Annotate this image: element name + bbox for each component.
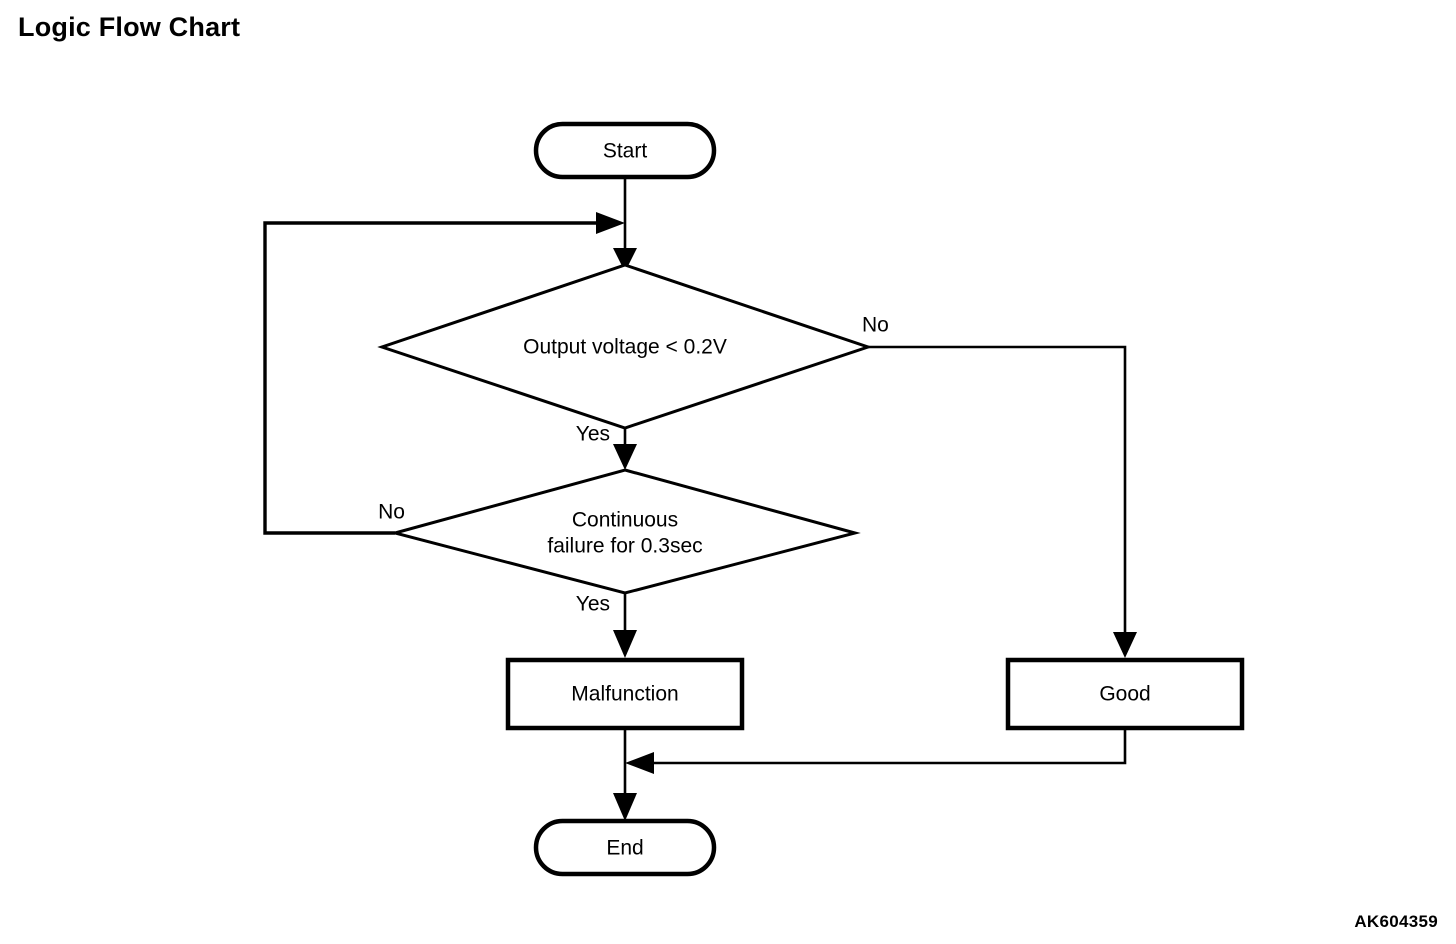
decision-continuous-failure[interactable]: Continuous failure for 0.3sec (389, 468, 861, 595)
arrow-head-down-icon (613, 793, 637, 821)
arrow-head-down-icon (613, 444, 637, 470)
arrow-head-down-icon (613, 248, 637, 272)
terminator-start-label: Start (603, 140, 648, 163)
edge-good-to-merge (625, 728, 1127, 774)
edge-line (868, 345, 1127, 636)
edge-label-yes-2: Yes (576, 593, 610, 616)
edge-label-no-1: No (862, 314, 889, 337)
edge-label-yes-1: Yes (576, 423, 610, 446)
terminator-end-label: End (606, 837, 643, 860)
arrow-head-left-icon (625, 752, 654, 774)
page-title: Logic Flow Chart (18, 12, 241, 42)
edge-start-to-decision1 (613, 177, 637, 272)
process-rect (505, 657, 745, 731)
decision-continuous-failure-label-line2: failure for 0.3sec (547, 535, 702, 558)
reference-code: AK604359 (1354, 912, 1438, 931)
decision-output-voltage-label: Output voltage < 0.2V (523, 336, 727, 359)
terminator-rounded-rect (533, 818, 717, 877)
edge-label-no-2: No (378, 501, 405, 524)
terminator-end[interactable]: End (533, 818, 717, 877)
arrow-head-right-icon (596, 212, 625, 234)
edge-decision1-yes: Yes (576, 423, 637, 470)
process-malfunction-label: Malfunction (571, 683, 678, 706)
process-good-label: Good (1099, 683, 1150, 706)
edge-decision2-yes: Yes (576, 593, 637, 658)
arrow-head-down-icon (1113, 632, 1137, 658)
decision-output-voltage[interactable]: Output voltage < 0.2V (377, 263, 873, 430)
edge-malfunction-to-end (613, 728, 637, 821)
edge-decision2-no-loop (263, 212, 625, 535)
arrow-head-down-icon (613, 630, 637, 658)
edge-line (650, 728, 1127, 765)
terminator-start[interactable]: Start (533, 121, 717, 180)
terminator-rounded-rect (533, 121, 717, 180)
decision-continuous-failure-label-line1: Continuous (572, 509, 678, 532)
edge-decision1-no: No (862, 314, 1137, 658)
process-good[interactable]: Good (1005, 657, 1245, 731)
edge-line (263, 221, 600, 535)
process-malfunction[interactable]: Malfunction (505, 657, 745, 731)
